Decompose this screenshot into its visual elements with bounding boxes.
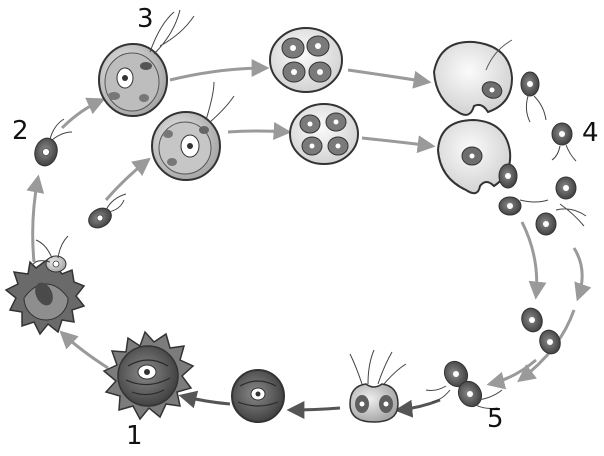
germinating-zygospore [4,235,86,336]
arrow-zoospore-to-inner-cell [104,157,151,201]
arrow-fusion-to-stage-5-inner [486,358,537,390]
sporangium-release-top [432,39,547,123]
stage-2-cell [34,118,73,167]
dividing-cell-inner [289,103,359,165]
stage-label-4: 4 [582,118,599,148]
stage-label-5: 5 [487,404,504,434]
arrow-cell-2-to-cell-3 [60,97,106,130]
stage-3-cell [98,9,195,117]
arrow-division-inner-to-release [361,135,436,154]
stage-label-2: 2 [12,116,29,146]
arrow-stage-5-to-zygote [394,398,441,418]
inner-large-cell [151,81,235,181]
zoospore-inner-left [88,193,127,229]
arrow-germination-to-cell-2 [26,174,45,263]
gamete-fusion [521,307,561,355]
dividing-cell-top [269,27,343,93]
stage-5-fusing-gametes [425,360,503,409]
young-zygospore [231,369,285,423]
stage-4-gametes [498,122,587,236]
arrow-gametes-down-outer [572,247,592,302]
mature-zygospore [102,330,195,421]
arrow-inner-cell-to-division [227,122,292,141]
cycle-arrows-dark [178,390,441,419]
arrow-cell-3-to-division-top [169,59,270,82]
zygote [349,349,407,423]
arrow-young-to-mature-zygospore [178,390,231,409]
arrow-division-top-to-release [347,68,432,89]
arrow-zygote-to-young-zygospore [286,400,341,419]
stage-label-3: 3 [137,4,154,34]
arrow-zygospore-to-germination [59,330,109,370]
cycle-arrows [26,59,592,390]
sporangium-release-inner [436,118,518,195]
arrow-gametes-down-inner [520,221,547,300]
stage-label-1: 1 [126,421,143,451]
